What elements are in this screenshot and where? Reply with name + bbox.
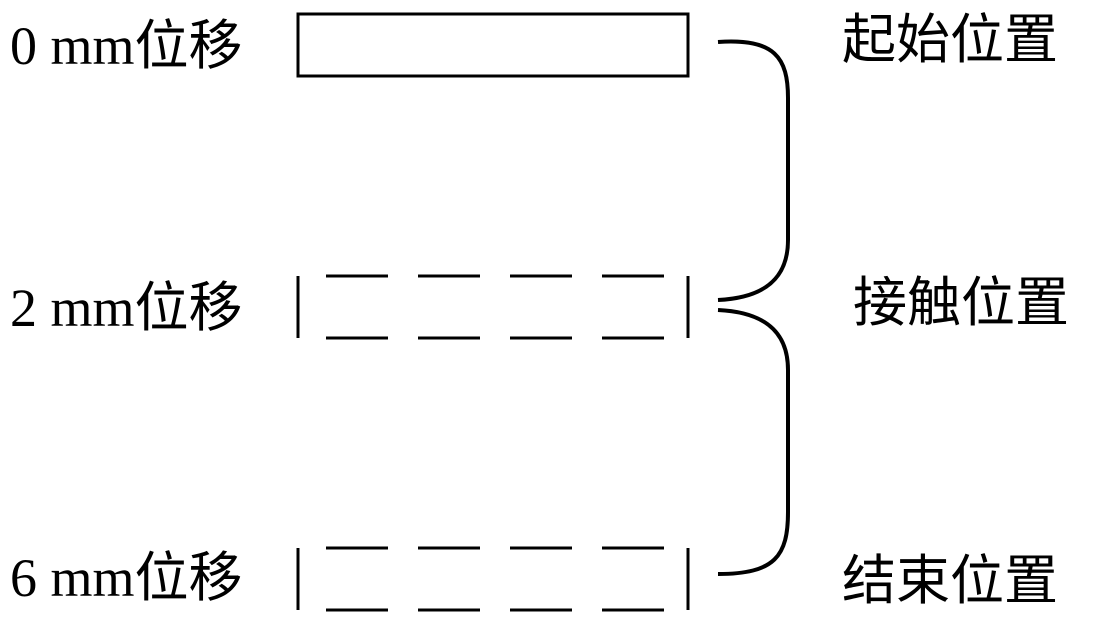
- displacement-label-6mm: 6 mm位移: [10, 548, 243, 608]
- contact-block-dashed: [296, 274, 690, 340]
- lower-curly-brace: [717, 308, 790, 576]
- position-label-contact: 接触位置: [853, 273, 1069, 333]
- position-label-start: 起始位置: [842, 10, 1058, 70]
- displacement-label-0mm: 0 mm位移: [10, 16, 243, 76]
- upper-curly-brace: [717, 39, 790, 302]
- start-block-solid: [296, 12, 690, 78]
- displacement-label-2mm: 2 mm位移: [10, 278, 243, 338]
- end-block-dashed: [296, 546, 690, 612]
- position-label-end: 结束位置: [842, 551, 1058, 611]
